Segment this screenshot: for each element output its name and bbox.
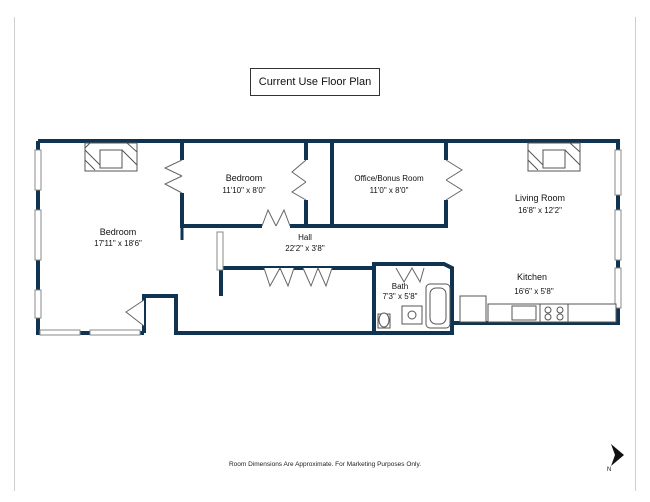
room-labels: Bedroom 17'11" x 18'6" Bedroom 11'10" x …	[94, 173, 565, 301]
door-small-bedroom	[261, 208, 291, 227]
page-frame	[14, 17, 636, 491]
living-dims: 16'8" x 12'2"	[518, 206, 562, 215]
office-left-wall	[330, 141, 448, 228]
door-office-closet	[445, 159, 463, 201]
living-name: Living Room	[515, 193, 565, 203]
bedroom-hall-wall	[219, 266, 374, 296]
kitchen-sink	[511, 305, 537, 321]
toilet-bowl	[378, 312, 390, 328]
compass-label: N	[607, 467, 611, 473]
bath-fixtures	[377, 283, 451, 329]
window-left-2	[34, 209, 42, 261]
disclaimer-text: Room Dimensions Are Approximate. For Mar…	[228, 461, 422, 468]
window-left-3	[34, 289, 42, 319]
stove	[539, 303, 569, 323]
hall-name: Hall	[298, 233, 312, 242]
kitchen-dims: 16'6" x 5'8"	[514, 287, 554, 296]
hall-dims: 22'2" x 3'8"	[285, 244, 325, 253]
windows	[34, 149, 622, 336]
kitchen-name: Kitchen	[517, 272, 547, 282]
door-hall-closet-1	[263, 267, 295, 288]
bedroom-small-dims: 11'10" x 8'0"	[222, 186, 265, 195]
doors	[125, 159, 463, 327]
plan-title: Current Use Floor Plan	[250, 68, 380, 96]
bedroom-main-dims: 17'11" x 18'6"	[94, 239, 142, 248]
door-bedroom-left-pair	[163, 159, 183, 194]
bedroom-main-name: Bedroom	[100, 227, 137, 237]
office-name: Office/Bonus Room	[354, 174, 424, 183]
window-bottom-2	[89, 329, 141, 336]
small-bedroom-right-wall	[304, 141, 332, 228]
door-hall-closet-2	[302, 267, 333, 288]
window-left-1	[34, 149, 42, 191]
window-right-2	[614, 209, 622, 261]
fridge	[459, 295, 487, 323]
fireplace-right	[527, 142, 581, 172]
kitchen-fixtures	[459, 295, 617, 323]
office-dims: 11'0" x 8'0"	[370, 186, 409, 195]
fireplace-left	[84, 142, 138, 172]
bedroom-notch-wall	[142, 262, 454, 335]
door-closet-lower	[125, 299, 145, 327]
window-right-3	[614, 267, 622, 309]
bath-name: Bath	[392, 282, 408, 291]
sliding-door-hall	[216, 231, 224, 271]
window-bottom-1	[39, 329, 81, 336]
door-small-bedroom-closet	[291, 159, 307, 201]
left-bedroom-right-wall	[180, 141, 306, 228]
compass-arrow-icon: N	[607, 444, 624, 473]
bath-dims: 7'3" x 5'8"	[383, 292, 418, 301]
bedroom-small-name: Bedroom	[226, 173, 263, 183]
window-right-1	[614, 149, 622, 196]
door-bath	[395, 266, 425, 284]
